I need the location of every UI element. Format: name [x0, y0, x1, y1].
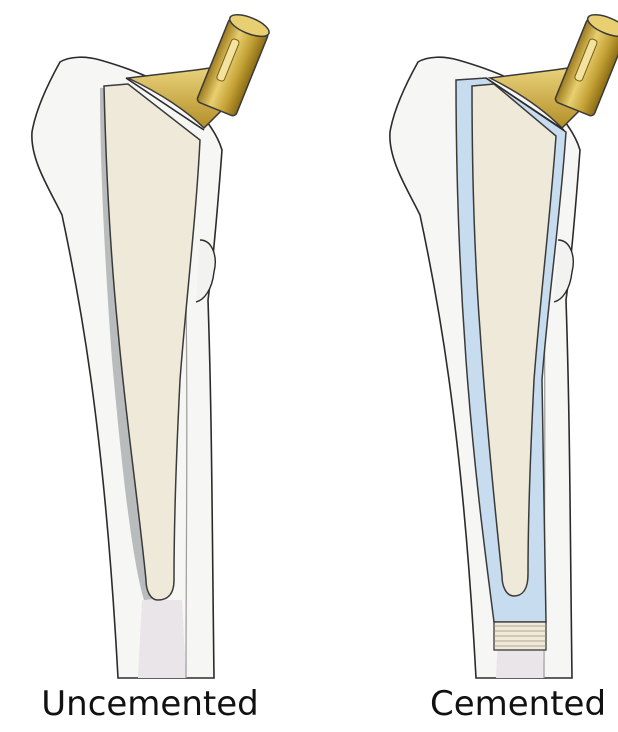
- cemented-femur-illustration: [390, 10, 618, 678]
- uncemented-label: Uncemented: [20, 682, 280, 726]
- trunnion: [196, 10, 272, 117]
- uncemented-femur-illustration: [32, 10, 272, 678]
- cemented-label: Cemented: [388, 682, 618, 726]
- cement-restrictor-plug: [494, 622, 546, 650]
- trunnion: [554, 10, 618, 117]
- medullary-canal: [138, 600, 186, 678]
